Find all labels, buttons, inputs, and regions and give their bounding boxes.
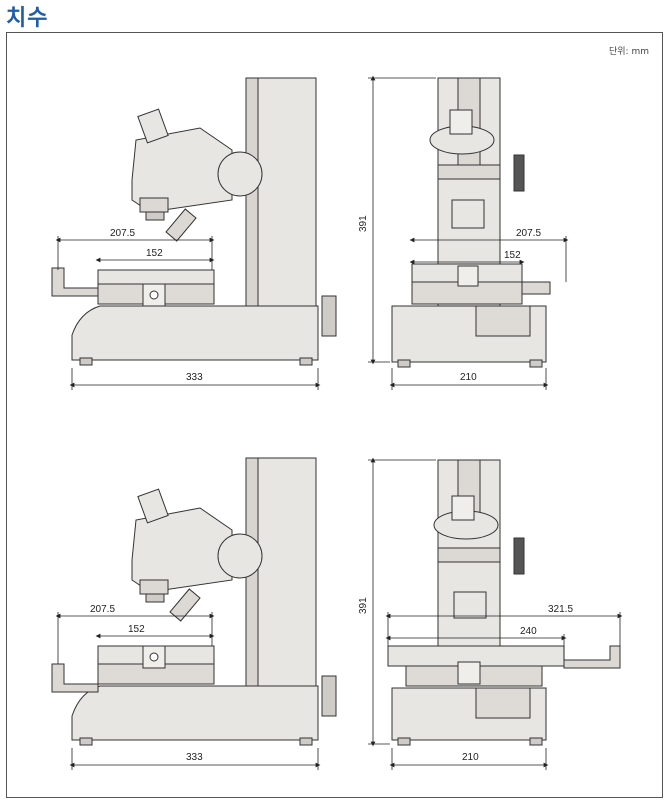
front-bottom-base-width: 210 — [462, 752, 479, 763]
front-view-top — [391, 77, 551, 368]
side-top-stage-width: 152 — [146, 248, 163, 259]
front-bottom-height: 391 — [358, 597, 369, 614]
front-top-total-width: 207.5 — [516, 228, 541, 239]
side-top-base-width: 333 — [186, 372, 203, 383]
page-title: 치수 — [6, 6, 49, 31]
front-bottom-stage-width: 240 — [520, 626, 537, 637]
side-top-total-width: 207.5 — [110, 228, 135, 239]
side-view-top — [51, 77, 337, 366]
front-top-stage-width: 152 — [504, 250, 521, 261]
front-top-height: 391 — [358, 215, 369, 232]
side-bottom-base-width: 333 — [186, 752, 203, 763]
unit-label: 단위: mm — [609, 47, 649, 57]
side-view-top-dims — [55, 236, 321, 390]
side-bottom-stage-width: 152 — [128, 624, 145, 635]
front-view-bottom — [387, 459, 621, 746]
front-view-top-dims — [368, 75, 569, 390]
front-top-base-width: 210 — [460, 372, 477, 383]
side-view-bottom-dims — [55, 612, 321, 770]
side-bottom-total-width: 207.5 — [90, 604, 115, 615]
front-view-bottom-dims — [368, 457, 623, 770]
front-bottom-total-width: 321.5 — [548, 604, 573, 615]
side-view-bottom — [51, 457, 337, 746]
drawing-frame — [6, 32, 663, 798]
